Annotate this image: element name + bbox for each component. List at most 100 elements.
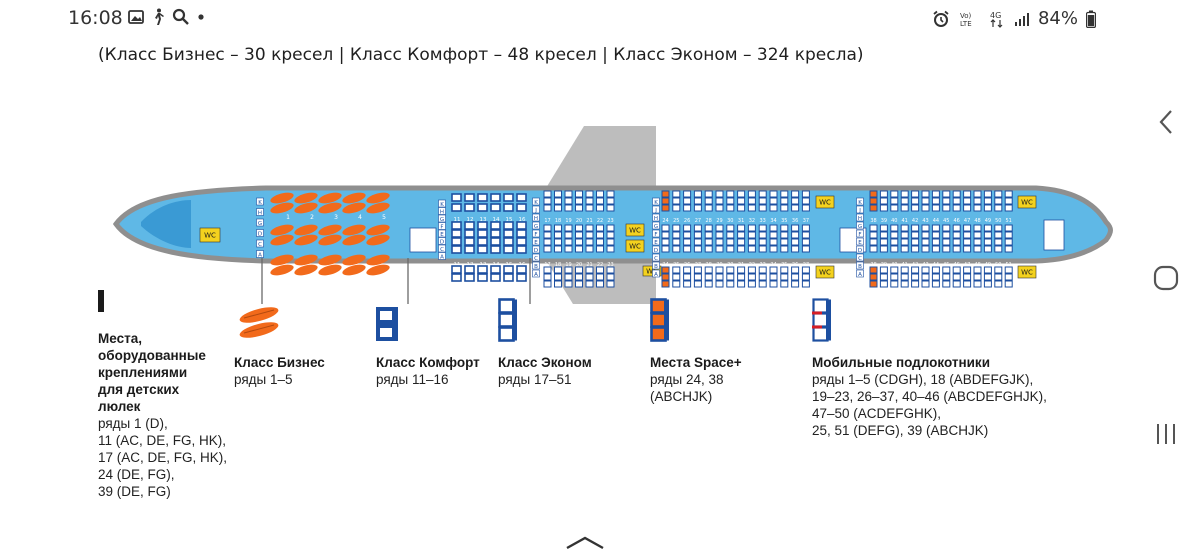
seat-letter: A — [534, 272, 538, 278]
seat-letter-box — [652, 261, 660, 270]
seat-letter-box — [856, 245, 864, 254]
chevron-up-icon — [566, 536, 604, 550]
economy-row-number: 41 — [902, 218, 908, 224]
economy-row-number: 43 — [922, 218, 928, 224]
comfort-seat — [477, 221, 488, 230]
economy-seat — [994, 266, 1003, 274]
economy-seat — [606, 197, 615, 205]
economy-seat — [747, 190, 756, 198]
seat-letter-box — [532, 229, 540, 238]
economy-seat — [554, 231, 562, 239]
business-seat — [318, 234, 342, 246]
seat-letter-box — [438, 229, 446, 238]
galley-block — [1043, 219, 1065, 251]
seat-letter: H — [258, 211, 262, 217]
economy-seat — [596, 204, 604, 212]
seat-letter: A — [858, 272, 862, 278]
economy-seat — [585, 266, 594, 274]
economy-row-number: 48 — [974, 218, 980, 224]
dot-icon — [198, 14, 204, 20]
signal-icon — [1014, 12, 1029, 26]
economy-seat — [900, 273, 909, 281]
economy-row-number: 46 — [954, 218, 960, 224]
economy-seat — [543, 238, 552, 246]
wc-block — [815, 265, 835, 279]
economy-row-number: 46 — [954, 262, 960, 268]
economy-seat — [747, 238, 756, 246]
economy-seat — [554, 280, 562, 288]
business-seat — [366, 254, 390, 266]
economy-seat — [747, 266, 756, 274]
business-seat — [294, 234, 318, 246]
back-button[interactable] — [1148, 104, 1184, 140]
cradle-mount-icon — [98, 290, 104, 312]
economy-row-number: 48 — [974, 262, 980, 268]
economy-seat — [942, 245, 951, 253]
business-seat — [366, 234, 390, 246]
economy-row-number: 50 — [995, 262, 1001, 268]
economy-seat — [543, 224, 552, 232]
economy-seat — [715, 238, 724, 246]
home-button[interactable] — [1148, 260, 1184, 296]
economy-seat — [931, 266, 940, 274]
economy-seat — [780, 280, 789, 288]
economy-seat — [900, 197, 909, 205]
economy-seat — [769, 190, 778, 198]
comfort-seat — [451, 237, 462, 246]
economy-seat — [693, 273, 702, 281]
economy-row-number: 30 — [727, 218, 733, 224]
economy-seat — [672, 266, 681, 274]
comfort-seat — [490, 245, 501, 254]
economy-seat — [869, 204, 878, 212]
seat-letter-box — [652, 237, 660, 246]
economy-seat — [554, 266, 562, 274]
economy-seat — [942, 280, 951, 288]
business-seat — [342, 224, 366, 236]
economy-seat — [952, 190, 961, 198]
economy-seat — [596, 190, 604, 198]
economy-seat — [596, 231, 604, 239]
seat-letter-box — [438, 214, 446, 223]
economy-seat — [726, 197, 735, 205]
recents-button[interactable] — [1148, 416, 1184, 452]
gesture-handle[interactable] — [565, 534, 605, 554]
economy-seat — [973, 245, 982, 253]
economy-seat — [942, 273, 951, 281]
economy-row-number: 42 — [912, 218, 918, 224]
seat-letter: H — [534, 216, 538, 222]
comfort-row-number: 13 — [480, 262, 487, 268]
economy-seat — [994, 238, 1003, 246]
legend-spaceplus-desc: ряды 24, 38 (ABCHJK) — [650, 372, 724, 404]
seat-letter-box — [652, 245, 660, 254]
legend-comfort-title: Класс Комфорт — [376, 355, 480, 370]
economy-seat — [900, 204, 909, 212]
economy-row-number: 17 — [544, 262, 550, 268]
comfort-seat — [490, 203, 501, 212]
economy-seat — [769, 197, 778, 205]
business-seat — [270, 192, 294, 204]
economy-row-number: 31 — [738, 262, 744, 268]
economy-seat — [737, 231, 746, 239]
economy-seat — [801, 190, 810, 198]
economy-row-number: 25 — [673, 218, 679, 224]
economy-seat — [726, 266, 735, 274]
economy-seat — [791, 231, 800, 239]
economy-seat — [606, 238, 615, 246]
economy-seat — [983, 204, 992, 212]
comfort-row-number: 16 — [519, 262, 526, 268]
economy-seat — [726, 190, 735, 198]
seat-letter: E — [534, 240, 538, 246]
economy-seat — [973, 231, 982, 239]
economy-row-number: 43 — [922, 262, 928, 268]
economy-seat — [575, 245, 583, 253]
economy-seat — [575, 231, 583, 239]
economy-seat — [769, 204, 778, 212]
economy-seat — [683, 224, 692, 232]
legend-comfort-desc: ряды 11–16 — [376, 372, 449, 387]
economy-seat — [715, 231, 724, 239]
comfort-row-number: 15 — [506, 262, 513, 268]
economy-seat — [704, 273, 713, 281]
economy-seat — [931, 238, 940, 246]
seat-letter-box — [532, 245, 540, 254]
economy-seat — [900, 280, 909, 288]
